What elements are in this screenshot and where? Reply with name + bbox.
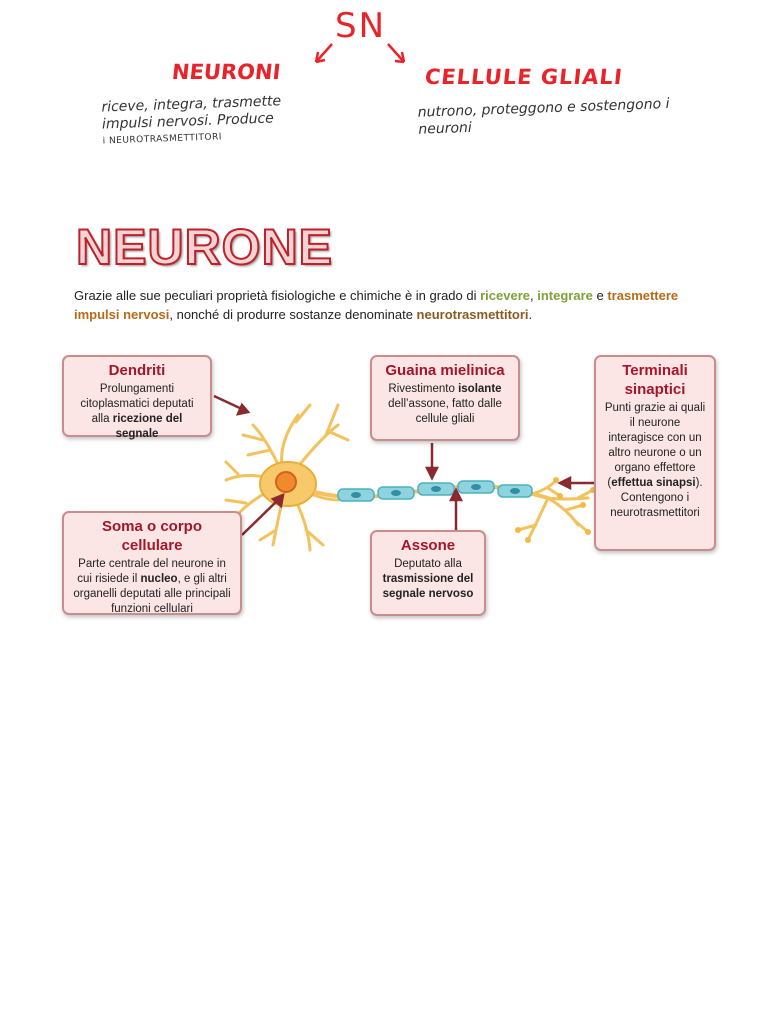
guaina-text: dell’assone, fatto dalle cellule gliali [388, 398, 502, 425]
intro-text: . [528, 307, 533, 322]
intro-paragraph: Grazie alle sue peculiari proprietà fisi… [74, 286, 714, 324]
nucleus [275, 471, 297, 493]
neurone-slide: NEURONE Grazie alle sue peculiari propri… [48, 200, 734, 622]
guaina-text: Rivestimento [388, 383, 459, 395]
terminali-box: Terminali sinaptici Punti grazie ai qual… [594, 355, 716, 551]
neuroni-heading: NEURONI [170, 60, 282, 84]
intro-text: e [592, 288, 608, 303]
assone-title: Assone [400, 537, 456, 554]
terminali-text: ). Contengono i neurotrasmettitori [610, 477, 703, 519]
dendriti-text: Prolungamenti citoplasmatici deputati al… [80, 383, 194, 425]
cellule-gliali-heading: CELLULE GLIALI [423, 65, 625, 89]
soma-title: Soma o corpo cellulare [101, 518, 202, 554]
terminali-title: Terminali sinaptici [622, 362, 688, 398]
assone-bold: trasmissione del segnale nervoso [382, 573, 474, 600]
myelin-nuclei [351, 484, 520, 498]
pointer-arrows [213, 394, 594, 536]
intro-keyword: neurotrasmettitori [416, 307, 529, 322]
intro-text: , [530, 288, 538, 303]
neuroni-notes: riceve, integra, trasmette impulsi nervo… [101, 93, 303, 151]
terminali-bold: effettua sinapsi [611, 477, 696, 489]
soma-text: , e gli altri organelli deputati alle pr… [73, 573, 231, 615]
sn-heading: SN [335, 6, 387, 46]
intro-keyword: trasmettere impulsi nervosi [74, 288, 679, 322]
soma-text: Parte centrale del neurone in cui risied… [77, 558, 226, 585]
terminali-text: Punti grazie ai quali il neurone interag… [604, 402, 706, 489]
dendriti-bold: ricezione del segnale [112, 413, 183, 440]
terminal-knobs [515, 477, 596, 543]
intro-text: Grazie alle sue peculiari proprietà fisi… [74, 288, 481, 303]
intro-keyword: integrare [537, 288, 593, 303]
dendriti-title: Dendriti [108, 362, 166, 379]
intro-text: , nonché di produrre sostanze denominate [169, 307, 417, 322]
dendriti-box: Dendriti Prolungamenti citoplasmatici de… [62, 355, 212, 440]
assone-box: Assone Deputato alla trasmissione del se… [370, 530, 486, 616]
slide-title: NEURONE [75, 218, 334, 276]
guaina-title: Guaina mielinica [385, 362, 505, 379]
neuron-illustration [213, 394, 596, 552]
intro-keyword: ricevere [480, 288, 530, 303]
guaina-bold: isolante [458, 383, 502, 395]
soma-bold: nucleo [140, 573, 178, 585]
assone-text: Deputato alla [394, 558, 462, 570]
guaina-box: Guaina mielinica Rivestimento isolante d… [370, 355, 520, 441]
soma-box: Soma o corpo cellulare Parte centrale de… [62, 511, 242, 615]
sn-arrows [314, 43, 406, 64]
